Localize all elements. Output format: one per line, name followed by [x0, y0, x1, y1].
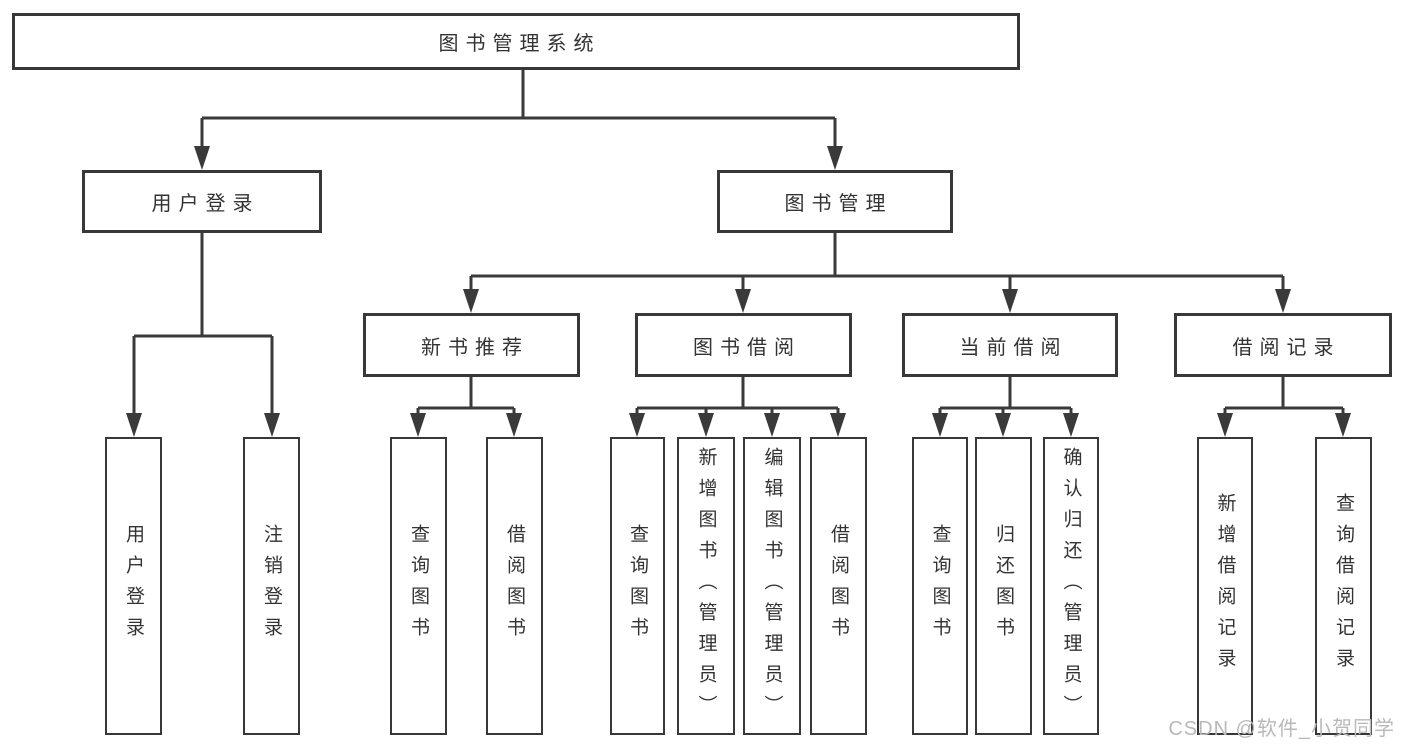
arrowhead-down-icon	[194, 146, 210, 170]
arrowhead-down-icon	[463, 289, 479, 313]
arrowhead-down-icon	[827, 146, 843, 170]
node-user-login: 用户登录	[82, 170, 322, 233]
node-current-borrow: 当前借阅	[902, 313, 1118, 377]
leaf-borrow-books: 借阅图书	[810, 437, 867, 735]
connector-current-borrow-to-children	[932, 377, 1079, 437]
connector-root-to-level2	[194, 70, 843, 170]
connector-borrow-records-to-children	[1217, 377, 1351, 437]
leaf-return-book: 归还图书	[975, 437, 1032, 735]
connector-line	[416, 377, 516, 416]
connector-book-management-to-children	[463, 233, 1291, 313]
arrowhead-down-icon	[698, 413, 714, 437]
arrowhead-down-icon	[932, 413, 948, 437]
node-library-management-system: 图书管理系统	[12, 13, 1020, 70]
leaf-add-borrow-record: 新增借阅记录	[1197, 437, 1253, 735]
arrowhead-down-icon	[410, 413, 426, 437]
connector-line	[635, 377, 840, 416]
connector-user-login-to-children	[126, 233, 280, 437]
connector-new-book-recommend-to-children	[410, 377, 522, 437]
arrowhead-down-icon	[1217, 413, 1233, 437]
arrowhead-down-icon	[830, 413, 846, 437]
arrowhead-down-icon	[1275, 289, 1291, 313]
arrowhead-down-icon	[1335, 413, 1351, 437]
leaf-confirm-return-admin: 确认归还（管理员）	[1043, 437, 1099, 735]
connector-line	[200, 70, 837, 150]
arrowhead-down-icon	[126, 413, 142, 437]
arrowhead-down-icon	[764, 413, 780, 437]
leaf-query-borrow-record: 查询借阅记录	[1315, 437, 1372, 735]
connector-line	[1223, 377, 1345, 416]
watermark: CSDN @软件_小贺同学	[1168, 718, 1395, 740]
arrowhead-down-icon	[264, 413, 280, 437]
connector-line	[132, 233, 274, 415]
connector-book-borrow-to-children	[629, 377, 846, 437]
leaf-user-login: 用户登录	[105, 437, 162, 735]
node-new-book-recommend: 新书推荐	[363, 313, 580, 377]
leaf-query-books: 查询图书	[390, 437, 447, 735]
leaf-edit-book-admin: 编辑图书（管理员）	[743, 437, 801, 735]
connector-line	[938, 377, 1073, 416]
arrowhead-down-icon	[735, 289, 751, 313]
node-borrow-records: 借阅记录	[1174, 313, 1392, 377]
arrowhead-down-icon	[629, 413, 645, 437]
leaf-logout: 注销登录	[243, 437, 300, 735]
arrowhead-down-icon	[506, 413, 522, 437]
leaf-borrow-books: 借阅图书	[486, 437, 543, 735]
connector-line	[469, 233, 1285, 291]
leaf-add-book-admin: 新增图书（管理员）	[677, 437, 735, 735]
leaf-query-books: 查询图书	[610, 437, 665, 735]
arrowhead-down-icon	[1063, 413, 1079, 437]
arrowhead-down-icon	[1002, 289, 1018, 313]
node-book-borrow: 图书借阅	[635, 313, 852, 377]
node-book-management: 图书管理	[717, 170, 953, 233]
leaf-query-books: 查询图书	[912, 437, 968, 735]
arrowhead-down-icon	[995, 413, 1011, 437]
